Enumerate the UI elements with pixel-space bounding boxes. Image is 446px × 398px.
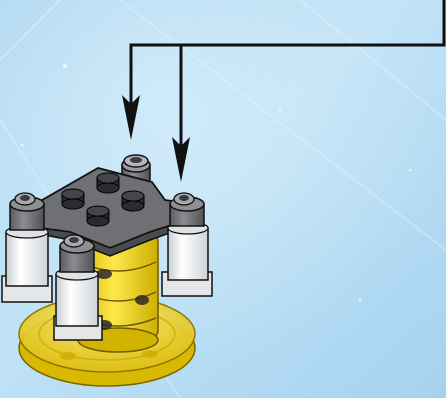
- column-front: [53, 234, 103, 341]
- column-right: [161, 192, 213, 297]
- stud: [86, 205, 110, 227]
- background-sparkles: [20, 64, 412, 302]
- callout-line: [129, 0, 446, 118]
- stud: [96, 172, 120, 194]
- stud: [121, 190, 145, 212]
- arrow-head-left: [122, 95, 140, 140]
- plate-studs: [61, 172, 145, 227]
- callout-arrows: [122, 0, 446, 182]
- arrow-head-right: [172, 137, 190, 182]
- stud: [61, 188, 85, 210]
- column-left: [1, 192, 53, 303]
